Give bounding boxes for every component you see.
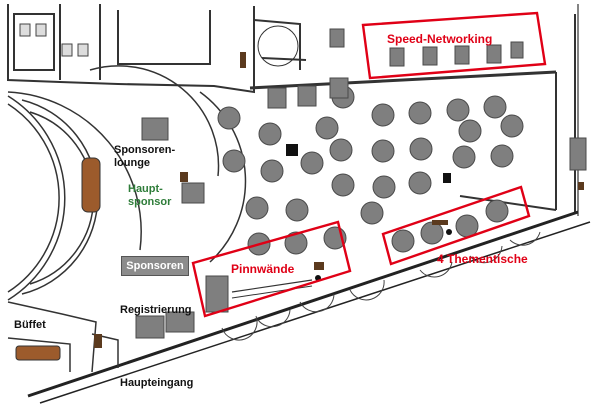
- label-registrierung: Registrierung: [120, 304, 192, 316]
- label-haupteingang: Haupteingang: [120, 377, 194, 389]
- label-sponsoren-lounge: Sponsoren- lounge: [114, 144, 176, 170]
- label-sponsoren: Sponsoren: [121, 256, 189, 276]
- label-bueffet: Büffet: [14, 319, 46, 331]
- label-speed-networking: Speed-Networking: [387, 32, 493, 46]
- label-pinnwaende: Pinnwände: [231, 262, 295, 276]
- label-themen-tische: 4 Thementische: [437, 252, 528, 266]
- label-haupt-sponsor: Haupt- sponsor: [128, 183, 172, 209]
